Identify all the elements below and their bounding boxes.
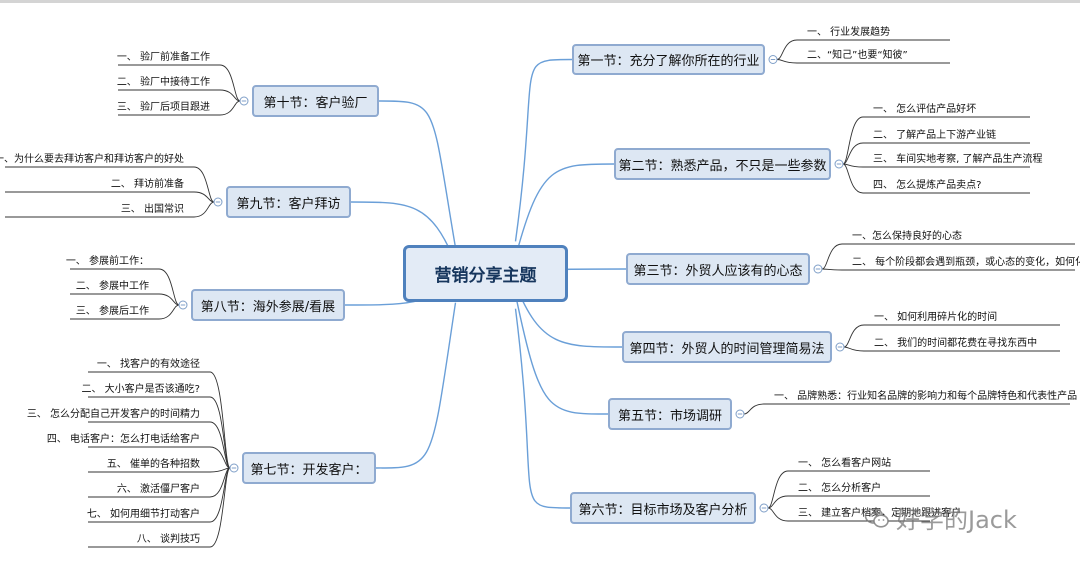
sub-connector: [88, 446, 231, 469]
section-node-s2-label: 第二节：熟悉产品，不只是一些参数: [618, 158, 827, 174]
sub-topic-s2-4: 四、 怎么提炼产品卖点?: [873, 180, 982, 191]
sub-connector: [842, 142, 1030, 165]
sub-connector: [842, 116, 1030, 165]
sub-topic-s7-4: 四、 电话客户：怎么打电话给客户: [46, 434, 200, 445]
sub-connector: [70, 293, 180, 306]
sub-connector: [88, 396, 231, 469]
sub-connector: [776, 59, 950, 64]
sub-topic-s7-7: 七、 如何用细节打动客户: [86, 509, 200, 520]
section-node-s4-label: 第四节：外贸人的时间管理简易法: [629, 341, 825, 357]
section-node-s9[interactable]: 第九节：客户拜访: [226, 186, 351, 218]
sub-topic-s9-2: 二、 拜访前准备: [110, 179, 184, 190]
branch-connector-s9: [350, 201, 457, 264]
central-topic[interactable]: 营销分享主题: [403, 245, 568, 302]
sub-topic-s7-3: 三、 怎么分配自己开发客户的时间精力: [26, 409, 200, 420]
section-node-s1[interactable]: 第一节：充分了解你所在的行业: [572, 44, 765, 75]
sub-topic-s7-2: 二、 大小客户是否该通吃?: [81, 384, 201, 395]
sub-connector: [842, 163, 1030, 168]
sub-topic-s4-1: 一、 如何利用碎片化的时间: [874, 312, 998, 323]
branch-connector-s4: [514, 284, 623, 348]
branch-connector-s5: [514, 294, 609, 415]
watermark: 好学的Jack: [864, 500, 1017, 535]
sub-topic-s7-8: 八、 谈判技巧: [136, 534, 200, 545]
section-node-s1-label: 第一节：充分了解你所在的行业: [577, 54, 760, 69]
branch-connector-s7: [375, 302, 457, 469]
sub-connector: [821, 268, 1075, 271]
sub-topic-s7-6: 六、 激活僵尸客户: [116, 484, 200, 495]
sub-topic-s2-1: 一、 怎么评估产品好坏: [873, 104, 977, 115]
sub-connector: [843, 324, 1060, 348]
sub-connector: [842, 163, 1030, 194]
sub-topic-s8-3: 三、 参展后工作: [75, 306, 149, 317]
sub-topic-s10-1: 一、 验厂前准备工作: [116, 52, 210, 63]
sub-connector: [843, 346, 1060, 352]
sub-topic-s6-1: 一、 怎么看客户网站: [798, 458, 892, 469]
sub-topic-s10-2: 二、 验厂中接待工作: [116, 77, 210, 88]
sub-topic-s1-1: 一、 行业发展趋势: [807, 27, 891, 38]
branch-connector-s10: [378, 100, 457, 248]
sub-connector: [88, 467, 231, 548]
sub-topic-s3-2: 二、 每个阶段都会遇到瓶颈，或心态的变化，如何化解: [852, 257, 1080, 268]
sub-topic-s1-2: 二、“知己”也要“知彼”: [807, 50, 908, 61]
branch-connector-s2: [514, 163, 615, 258]
section-node-s10-label: 第十节：客户验厂: [263, 95, 368, 111]
sub-topic-s9-1: 一、为什么要去拜访客户和拜访客户的好处: [0, 154, 184, 165]
section-node-s5-label: 第五节：市场调研: [617, 408, 722, 424]
sub-connector: [767, 495, 930, 509]
sub-connector: [70, 304, 180, 320]
sub-connector: [5, 191, 215, 203]
section-node-s8[interactable]: 第八节：海外参展/看展: [191, 289, 345, 321]
section-node-s9-label: 第九节：客户拜访: [236, 196, 341, 212]
top-border: [0, 0, 1080, 3]
sub-topic-s7-1: 一、 找客户的有效途径: [96, 359, 200, 370]
sub-topic-s2-2: 二、 了解产品上下游产业链: [873, 130, 997, 141]
branch-connector-s6: [514, 308, 571, 509]
sub-connector: [821, 243, 1075, 270]
sub-connector: [118, 89, 241, 102]
sub-connector: [88, 421, 231, 469]
section-node-s2[interactable]: 第二节：熟悉产品，不只是一些参数: [614, 148, 831, 180]
section-node-s6[interactable]: 第六节：目标市场及客户分析: [570, 492, 756, 524]
section-node-s8-label: 第八节：海外参展/看展: [200, 299, 336, 315]
central-topic-label: 营销分享主题: [434, 266, 537, 286]
sub-connector: [776, 39, 950, 60]
section-node-s3[interactable]: 第三节：外贸人应该有的心态: [626, 253, 810, 285]
sub-connector: [88, 467, 231, 473]
sub-connector: [70, 268, 180, 306]
sub-topic-s10-3: 三、 验厂后项目跟进: [116, 102, 210, 113]
sub-topic-s4-2: 二、 我们的时间都花费在寻找东西中: [874, 338, 1038, 349]
sub-topic-s2-3: 三、 车间实地考察, 了解产品生产流程: [873, 154, 1043, 165]
sub-topic-s8-1: 一、 参展前工作：: [65, 256, 149, 267]
section-node-s3-label: 第三节：外贸人应该有的心态: [633, 263, 803, 279]
sub-connector: [743, 403, 1070, 415]
sub-topic-s6-2: 二、 怎么分析客户: [798, 483, 882, 494]
sub-connector: [118, 64, 241, 102]
sub-connector: [118, 100, 241, 116]
section-node-s10[interactable]: 第十节：客户验厂: [252, 85, 379, 117]
branch-connector-s1: [514, 58, 573, 242]
sub-topic-s9-3: 三、 出国常识: [120, 204, 184, 215]
sub-connector: [767, 507, 930, 522]
wechat-icon: [864, 507, 889, 528]
sub-connector: [5, 166, 215, 203]
section-node-s4[interactable]: 第四节：外贸人的时间管理简易法: [622, 331, 832, 363]
sub-topic-s3-1: 一、怎么保持良好的心态: [852, 231, 962, 242]
sub-topic-s8-2: 二、 参展中工作: [75, 281, 149, 292]
sub-topic-s6-3: 三、 建立客户档案，定期地跟进客户: [798, 508, 962, 519]
watermark-text: 好学的Jack: [896, 506, 1017, 534]
section-node-s7-label: 第七节：开发客户：: [250, 462, 368, 478]
sub-connector: [5, 201, 215, 218]
section-node-s7[interactable]: 第七节：开发客户：: [242, 452, 376, 484]
section-node-s6-label: 第六节：目标市场及客户分析: [578, 502, 748, 518]
sub-topic-s5-1: 一、 品牌熟悉：行业知名品牌的影响力和每个品牌特色和代表性产品: [774, 391, 1078, 402]
section-node-s5[interactable]: 第五节：市场调研: [608, 398, 732, 430]
sub-connector: [767, 470, 930, 509]
sub-topic-s7-5: 五、 催单的各种招数: [106, 459, 200, 470]
